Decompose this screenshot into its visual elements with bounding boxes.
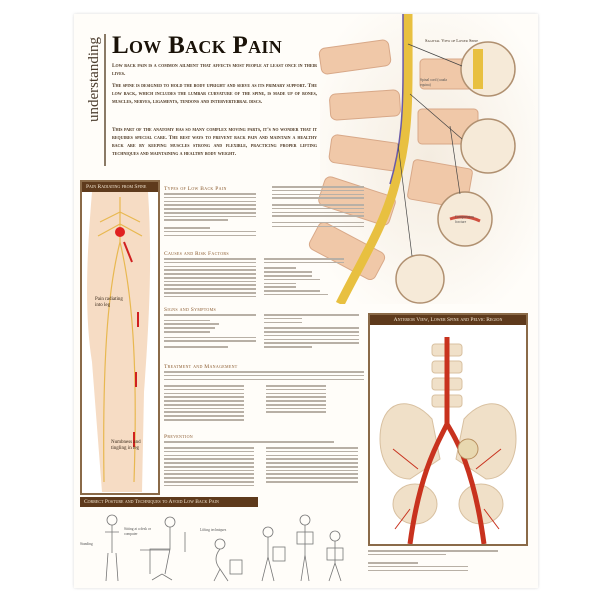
publisher-credits — [368, 562, 468, 573]
signs-text — [164, 314, 256, 350]
spine-label-fracture: Compression fracture — [455, 215, 474, 224]
heading-types: Types of Low Back Pain — [164, 186, 227, 192]
prevention-list-a — [164, 447, 254, 489]
kicker-understanding: understanding — [86, 37, 102, 123]
prevention-text — [164, 441, 334, 445]
sitting-figure — [140, 516, 186, 581]
intro-paragraph-3: This part of the anatomy has so many com… — [112, 127, 317, 157]
treatment-list-b — [266, 385, 326, 415]
spine-label-cord: Spinal cord (cauda equina) — [420, 78, 447, 87]
intro-paragraph-2: The spine is designed to hold the body u… — [112, 83, 317, 105]
types-text — [164, 193, 256, 238]
standing-figure — [105, 514, 119, 582]
carrying-figure-2 — [326, 530, 344, 582]
posture-header: Correct Posture and Techniques to Avoid … — [80, 497, 258, 507]
carrying-figure — [296, 514, 314, 582]
signs-list — [264, 314, 359, 350]
pelvis-caption — [368, 550, 498, 558]
posture-label-sitting: Sitting at a desk or computer — [124, 527, 151, 536]
label-numbness: Numbness and tingling in leg — [111, 440, 141, 451]
heading-signs: Signs and Symptoms — [164, 307, 216, 313]
intro-paragraph-1: Low back pain is a common ailment that a… — [112, 63, 317, 77]
pelvis-panel: Anterior View, Lower Spine and Pelvic Re… — [368, 313, 528, 546]
types-list — [272, 186, 364, 229]
heading-prevention: Prevention — [164, 434, 193, 440]
pelvis-artery-illustration — [379, 337, 517, 544]
posture-figures — [105, 514, 344, 582]
heading-treatment: Treatment and Management — [164, 364, 238, 370]
pelvis-panel-header: Anterior View, Lower Spine and Pelvic Re… — [370, 315, 526, 325]
prevention-list-b — [266, 447, 358, 485]
pain-radiating-panel: Pain Radiating from Spine — [80, 180, 160, 495]
pain-panel-header: Pain Radiating from Spine — [82, 182, 158, 192]
label-pain-into-leg: Pain radiating into leg — [95, 297, 123, 308]
causes-text — [164, 258, 256, 300]
posture-label-lifting: Lifting techniques — [200, 528, 227, 532]
heading-causes: Causes and Risk Factors — [164, 251, 229, 257]
spine-title: Sagittal View of Lower Spine — [425, 38, 479, 43]
lifting-figure-2 — [261, 526, 286, 582]
causes-list — [264, 258, 344, 298]
page-title: Low Back Pain — [112, 32, 283, 59]
treatment-list-a — [164, 385, 244, 423]
sagittal-spine-illustration — [308, 14, 538, 304]
title-rule — [104, 34, 106, 166]
lifting-figure-1 — [213, 538, 243, 582]
leg-nerve-illustration — [87, 192, 151, 492]
treatment-text — [164, 371, 364, 382]
posture-label-standing: Standing — [80, 542, 93, 546]
